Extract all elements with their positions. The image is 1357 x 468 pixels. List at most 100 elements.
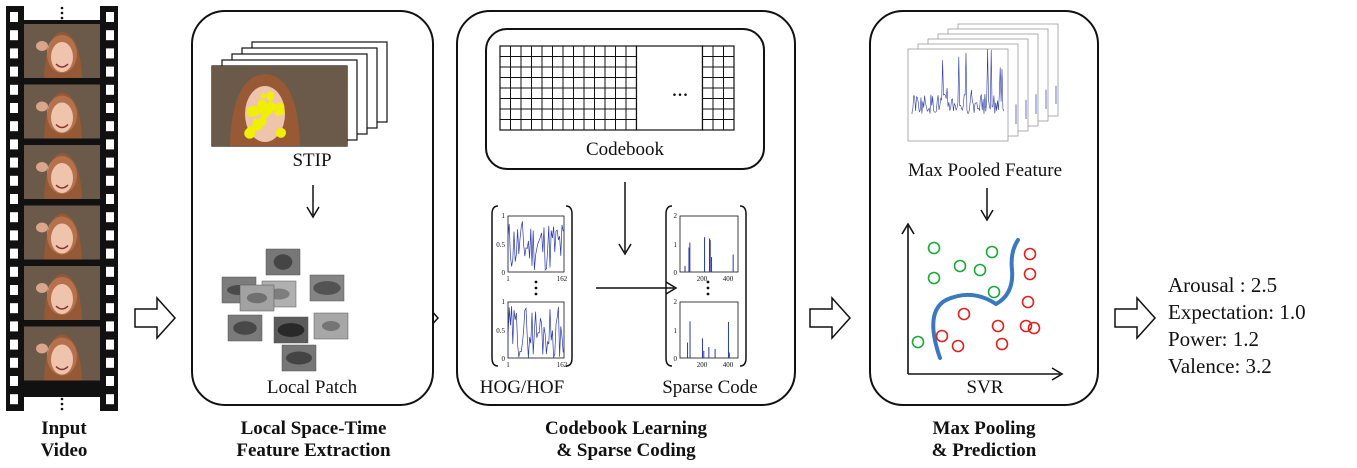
class-a-point: [911, 335, 925, 349]
y-tick-label: 0: [674, 269, 678, 277]
ellipsis-dot: [534, 280, 538, 284]
mouth: [55, 184, 69, 189]
block-arrow-icon: [1114, 296, 1157, 340]
stip-point: [260, 93, 266, 99]
class-b-point: [1019, 319, 1033, 333]
codebook-ellipsis: ...: [671, 76, 689, 101]
sprocket-hole: [10, 48, 18, 59]
sprocket-hole: [10, 357, 18, 368]
class-a-point: [987, 285, 1001, 299]
ellipsis-dot: [534, 292, 538, 296]
max-pooled-feature-stack: [907, 23, 1059, 142]
prediction-results: Arousal : 2.5 Expectation: 1.0 Power: 1.…: [1168, 272, 1306, 380]
sprocket-hole: [10, 285, 18, 295]
mouth: [55, 63, 69, 68]
input-video-caption: Input Video: [40, 418, 88, 461]
codebook-label: Codebook: [585, 139, 665, 160]
sprocket-hole: [106, 66, 114, 77]
signal-line: [507, 306, 564, 358]
x-tick-label: 1: [506, 361, 510, 369]
stip-point: [276, 102, 285, 111]
y-tick-label: 1: [502, 298, 506, 306]
result-expectation: Expectation: 1.0: [1168, 300, 1306, 324]
down-arrow-icon: [618, 182, 632, 256]
class-b-point: [951, 339, 965, 353]
sprocket-hole: [10, 30, 18, 41]
y-tick-label: 0: [674, 355, 678, 363]
sprocket-hole: [10, 12, 18, 22]
stip-label: STIP: [292, 150, 332, 171]
y-tick-label: 0: [502, 355, 506, 363]
x-axis-arrow-icon: [1051, 367, 1064, 381]
sprocket-hole: [10, 84, 18, 95]
bracket-right: [565, 205, 573, 367]
ellipsis-dot: [60, 16, 64, 20]
y-tick-label: 0: [502, 269, 506, 277]
patch-detail: [277, 323, 305, 337]
sprocket-hole: [10, 103, 18, 113]
patch-detail: [313, 281, 341, 295]
hand: [36, 343, 48, 354]
bracket-left: [491, 205, 499, 367]
sprocket-hole: [10, 121, 18, 132]
class-a-point: [927, 241, 941, 255]
hand: [36, 222, 48, 233]
sprocket-hole: [106, 266, 114, 277]
ellipsis-dot: [706, 280, 710, 284]
hand: [36, 101, 48, 112]
x-tick-label: 162: [557, 361, 568, 369]
sprocket-hole: [10, 230, 18, 241]
sprocket-hole: [106, 376, 114, 386]
sprocket-hole: [106, 230, 114, 241]
hand: [36, 283, 48, 293]
local-patches: [221, 248, 349, 372]
sprocket-hole: [106, 212, 114, 223]
sprocket-hole: [106, 339, 114, 350]
sprocket-hole: [10, 339, 18, 350]
class-b-point: [1023, 247, 1037, 261]
x-tick-label: 200: [697, 361, 708, 369]
sprocket-hole: [10, 394, 18, 405]
y-tick-label: 1: [674, 241, 678, 249]
down-arrow-icon: [306, 185, 320, 219]
sprocket-hole: [10, 266, 18, 277]
sprocket-hole: [106, 321, 114, 332]
sprocket-hole: [106, 12, 114, 22]
bracket-left: [665, 205, 673, 367]
class-a-point: [985, 245, 999, 259]
block-arrow-icon: [809, 296, 852, 340]
sprocket-hole: [106, 357, 114, 368]
class-b-point: [1023, 267, 1037, 281]
stip-point: [250, 106, 259, 115]
ellipsis-dot: [60, 402, 64, 406]
y-tick-label: 2: [674, 298, 678, 306]
sprocket-hole: [10, 248, 18, 259]
sprocket-hole: [10, 303, 18, 314]
stip-point: [274, 109, 282, 116]
class-b-point: [957, 307, 971, 321]
result-arousal: Arousal : 2.5: [1168, 273, 1278, 297]
x-tick-label: 200: [697, 275, 708, 283]
mouth: [55, 123, 69, 129]
stip-point: [260, 108, 267, 115]
sprocket-hole: [106, 139, 114, 150]
mouth: [55, 305, 69, 310]
sprocket-hole: [10, 66, 18, 77]
sprocket-hole: [106, 248, 114, 259]
stip-point: [267, 94, 274, 102]
down-arrow-icon: [980, 188, 994, 222]
pooled-signal: [911, 49, 1005, 114]
class-b-point: [995, 337, 1009, 351]
y-tick-label: 1: [502, 212, 506, 220]
x-tick-label: 400: [723, 361, 734, 369]
hog-hof-label: HOG/HOF: [479, 377, 565, 398]
sprocket-hole: [10, 194, 18, 204]
stip-point: [252, 120, 263, 131]
sprocket-hole: [106, 84, 114, 95]
patch-detail: [285, 351, 313, 365]
sprocket-hole: [106, 157, 114, 168]
sprocket-hole: [10, 376, 18, 386]
sprocket-hole: [106, 394, 114, 405]
sprocket-hole: [10, 175, 18, 186]
mouth: [55, 244, 69, 250]
